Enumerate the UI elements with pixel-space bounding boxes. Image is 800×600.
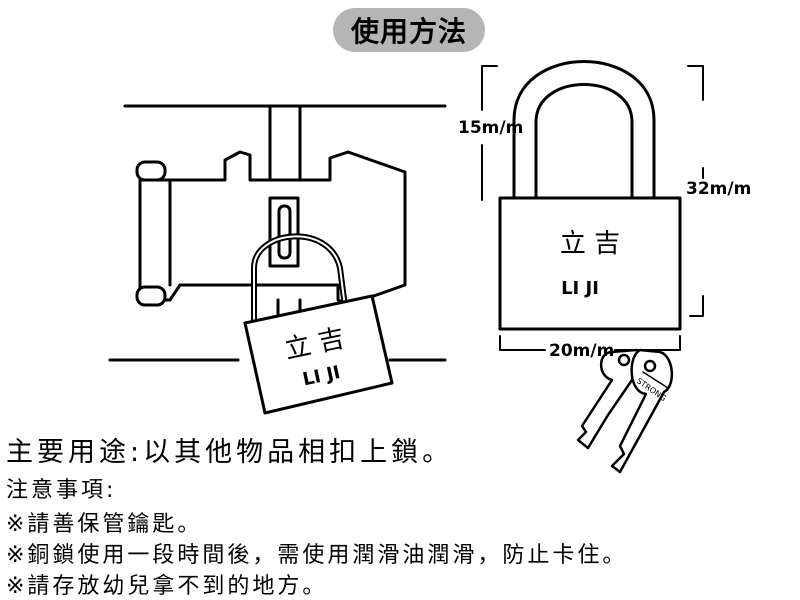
title-text: 使用方法 — [350, 15, 467, 48]
precaution-item: ※請存放幼兒拿不到的地方。 — [6, 574, 328, 599]
precaution-item: ※銅鎖使用一段時間後，需使用潤滑油潤滑，防止卡住。 — [6, 543, 628, 568]
title-badge: 使用方法 — [333, 8, 485, 52]
dim-shackle-label: 15m/m — [458, 118, 523, 138]
keys-illustration — [576, 348, 673, 474]
dim-width-label: 20m/m — [549, 341, 614, 361]
precaution-item: ※請善保管鑰匙。 — [6, 512, 203, 537]
left-padlock — [243, 294, 394, 415]
right-padlock — [498, 60, 682, 331]
main-usage-text: 主要用途:以其他物品相扣上鎖。 — [6, 437, 454, 468]
dim-height-label: 32m/m — [686, 179, 751, 199]
right-lock-brand-en: LI JI — [561, 278, 599, 299]
right-lock-brand-cn: 立 吉 — [560, 229, 620, 259]
precautions-heading: 注意事項: — [6, 478, 117, 503]
